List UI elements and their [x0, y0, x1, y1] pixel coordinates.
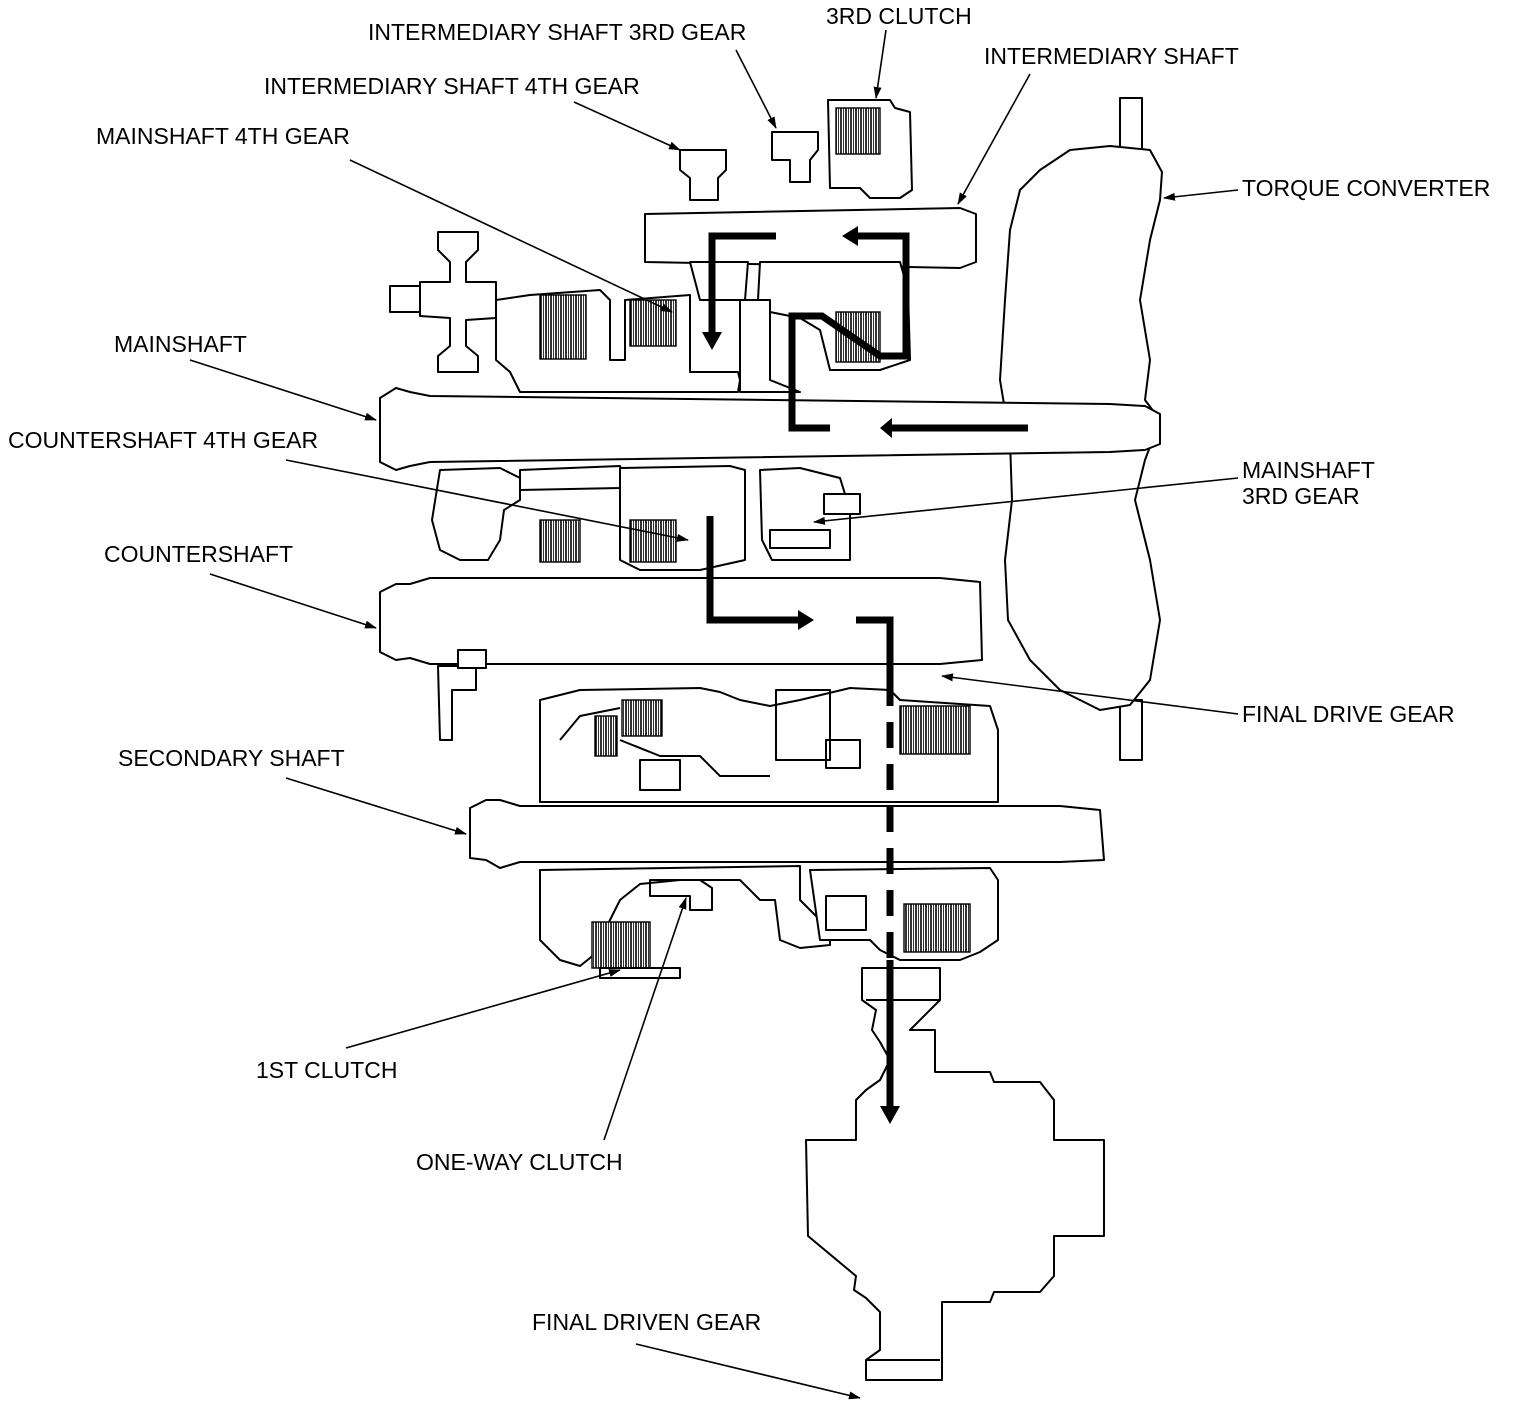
power-flow-arrowhead-intermediary [842, 226, 858, 246]
label-mainshaft-3rd-gear-line1: MAINSHAFT [1242, 457, 1375, 483]
first-clutch-plates [591, 921, 651, 969]
label-intermediary-shaft-4th-gear: INTERMEDIARY SHAFT 4TH GEAR [264, 73, 640, 99]
label-mainshaft-3rd-gear-line2: 3RD GEAR [1242, 483, 1360, 509]
label-torque-converter: TORQUE CONVERTER [1242, 175, 1490, 201]
label-one-way-clutch: ONE-WAY CLUTCH [416, 1149, 623, 1175]
power-flow-arrowhead-countershaft [798, 610, 814, 630]
label-intermediary-shaft-3rd-gear: INTERMEDIARY SHAFT 3RD GEAR [368, 19, 746, 45]
label-mainshaft: MAINSHAFT [114, 331, 247, 357]
first-clutch-inner-plates [594, 715, 618, 757]
countershaft-clutch-plates [539, 519, 581, 563]
mainshaft-assembly [379, 231, 1161, 471]
power-flow-path [702, 226, 1028, 1124]
callout-labels: INTERMEDIARY SHAFT 3RD GEAR 3RD CLUTCH I… [8, 3, 1490, 1335]
label-mainshaft-4th-gear: MAINSHAFT 4TH GEAR [96, 123, 350, 149]
countershaft-4th-gear-plates [629, 519, 677, 563]
label-countershaft-4th-gear: COUNTERSHAFT 4TH GEAR [8, 427, 318, 453]
label-final-drive-gear: FINAL DRIVE GEAR [1242, 701, 1455, 727]
first-clutch-upper-plates [621, 699, 663, 737]
leader-lines [189, 29, 1239, 1400]
final-drive-assembly [805, 967, 1105, 1381]
countershaft-assembly [379, 465, 983, 741]
power-flow-arrowhead-final [880, 1106, 900, 1124]
label-countershaft: COUNTERSHAFT [104, 541, 293, 567]
second-clutch-lower-plates [903, 903, 971, 953]
label-3rd-clutch: 3RD CLUTCH [826, 3, 972, 29]
label-1st-clutch: 1ST CLUTCH [256, 1057, 397, 1083]
label-secondary-shaft: SECONDARY SHAFT [118, 745, 345, 771]
secondary-shaft-assembly [469, 687, 1105, 979]
second-clutch-plates [899, 705, 971, 755]
label-final-driven-gear: FINAL DRIVEN GEAR [532, 1309, 761, 1335]
third-clutch-plates [835, 107, 881, 155]
intermediary-shaft-assembly [644, 99, 977, 371]
label-intermediary-shaft: INTERMEDIARY SHAFT [984, 43, 1239, 69]
fourth-clutch-plates [539, 294, 587, 360]
mainshaft-4th-gear-plates [629, 299, 677, 347]
